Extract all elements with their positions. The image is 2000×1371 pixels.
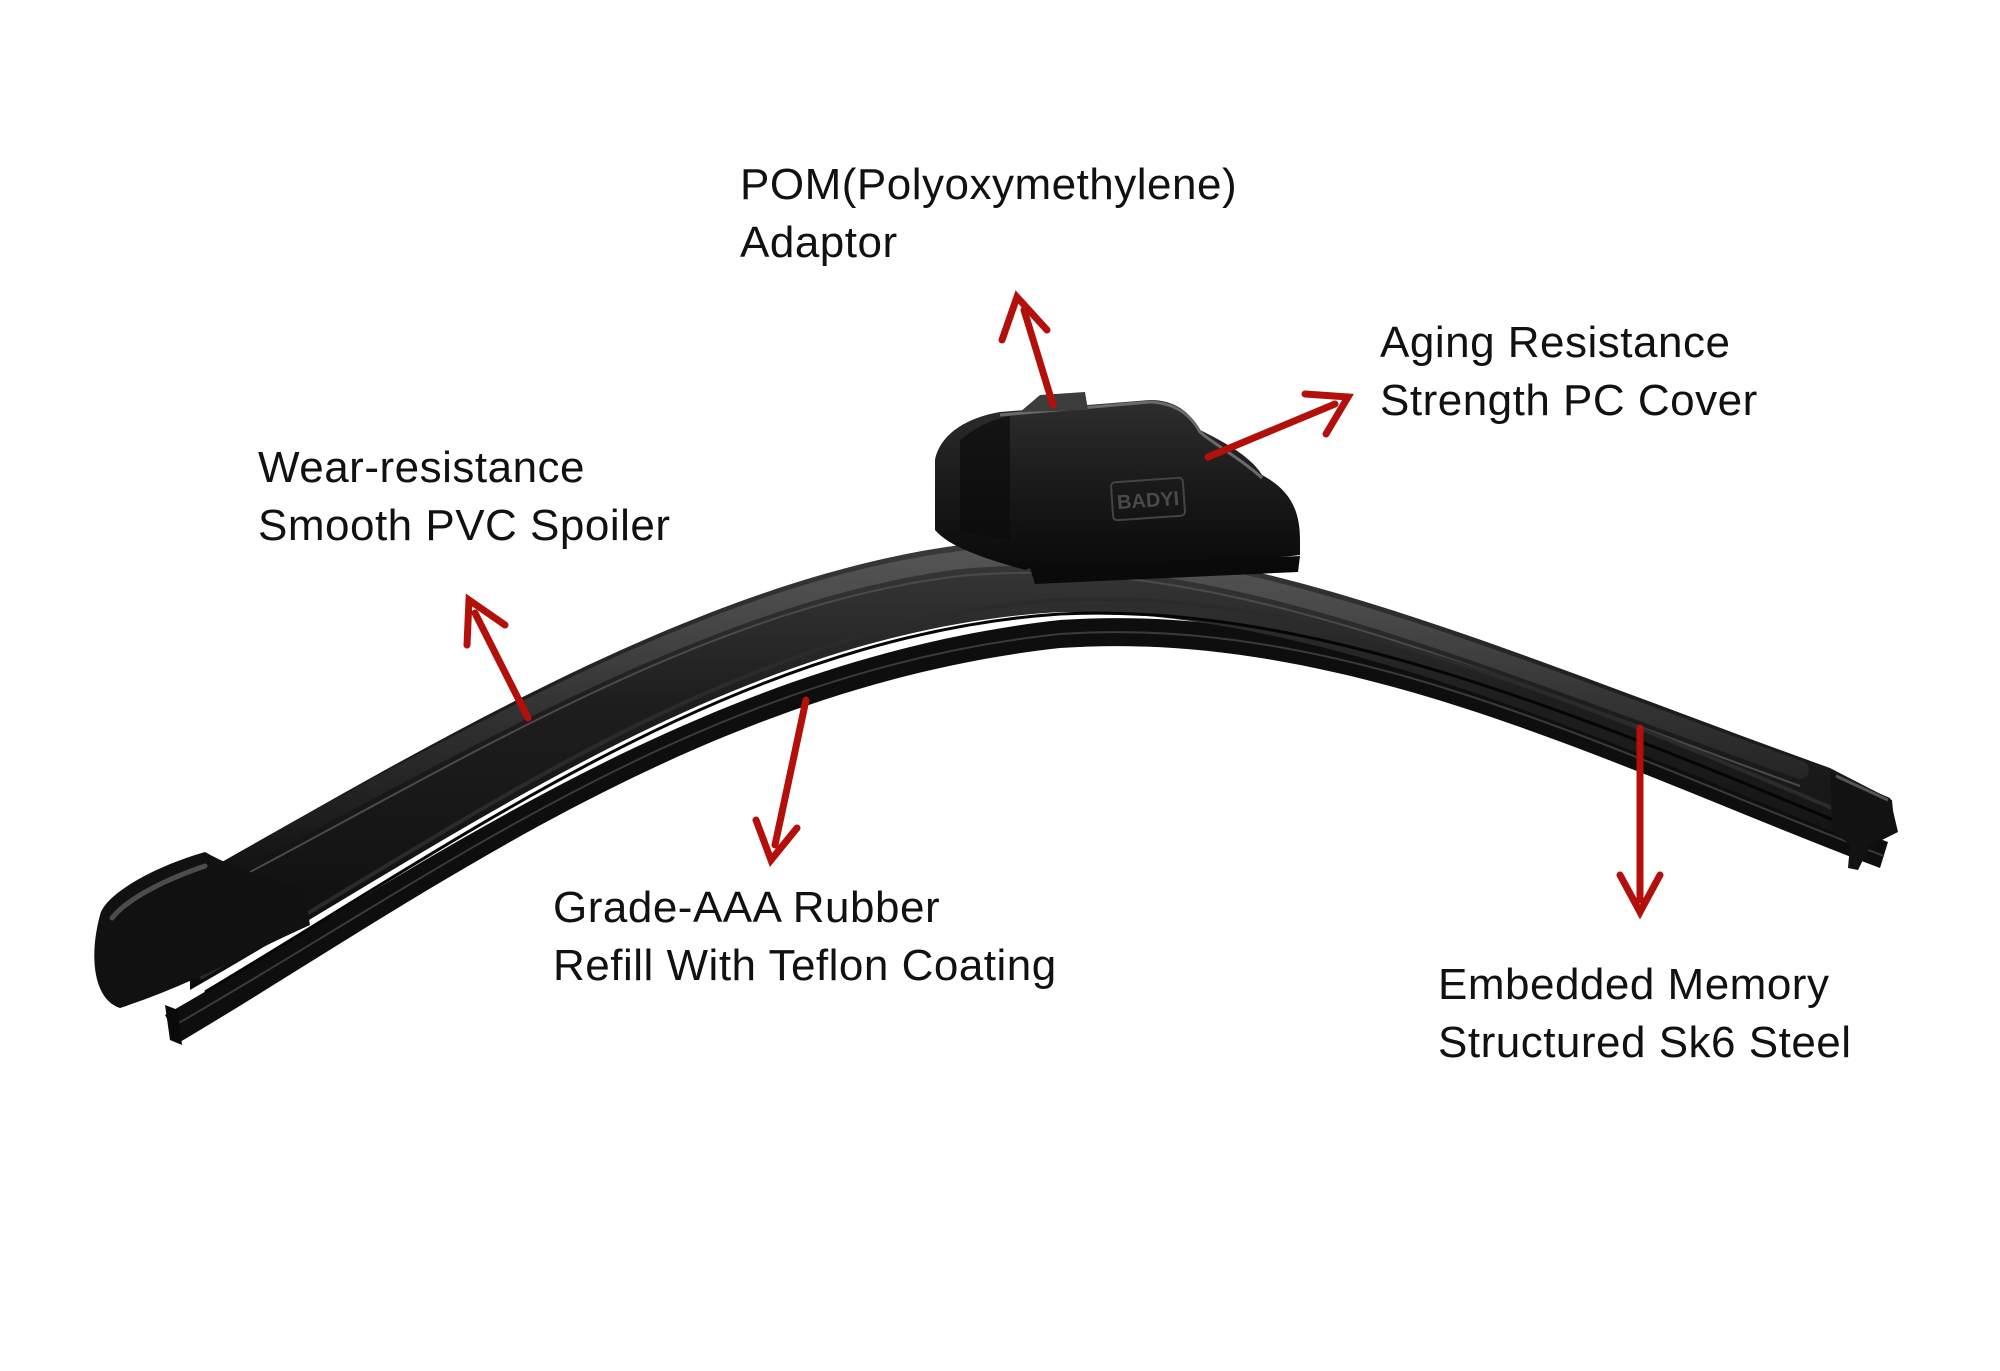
label-pvc-spoiler: Wear-resistance Smooth PVC Spoiler	[258, 439, 671, 555]
label-sk6-steel-line1: Embedded Memory	[1438, 960, 1830, 1009]
arrow-spoiler	[471, 609, 532, 722]
label-rubber-refill-line1: Grade-AAA Rubber	[553, 883, 941, 932]
label-pvc-spoiler-line2: Smooth PVC Spoiler	[258, 501, 671, 550]
arrow-steel-head	[1616, 871, 1664, 920]
label-pc-cover-line2: Strength PC Cover	[1380, 376, 1758, 425]
label-rubber-refill-line2: Refill With Teflon Coating	[553, 941, 1057, 990]
label-pc-cover: Aging Resistance Strength PC Cover	[1380, 314, 1758, 430]
label-pom-adaptor-line1: POM(Polyoxymethylene)	[740, 160, 1238, 209]
arrow-cover-head	[1301, 390, 1354, 438]
arrow-adaptor	[1020, 306, 1057, 409]
brand-mark: BADYI	[1116, 488, 1180, 514]
label-pom-adaptor: POM(Polyoxymethylene) Adaptor	[740, 156, 1237, 272]
label-rubber-refill: Grade-AAA Rubber Refill With Teflon Coat…	[553, 879, 1057, 995]
arrow-refill-head	[752, 816, 801, 867]
arrow-cover	[1204, 400, 1339, 461]
rubber-refill	[165, 618, 1888, 1042]
label-sk6-steel: Embedded Memory Structured Sk6 Steel	[1438, 956, 1852, 1072]
label-pom-adaptor-line2: Adaptor	[740, 218, 898, 267]
arrow-spoiler-head	[463, 593, 509, 649]
label-pvc-spoiler-line1: Wear-resistance	[258, 443, 586, 492]
pc-cover	[935, 400, 1300, 584]
arrow-refill	[771, 696, 810, 849]
arrow-adaptor-head	[998, 290, 1051, 344]
sk6-steel-rail	[198, 597, 1861, 980]
label-sk6-steel-line2: Structured Sk6 Steel	[1438, 1018, 1852, 1067]
label-pc-cover-line1: Aging Resistance	[1380, 318, 1731, 367]
